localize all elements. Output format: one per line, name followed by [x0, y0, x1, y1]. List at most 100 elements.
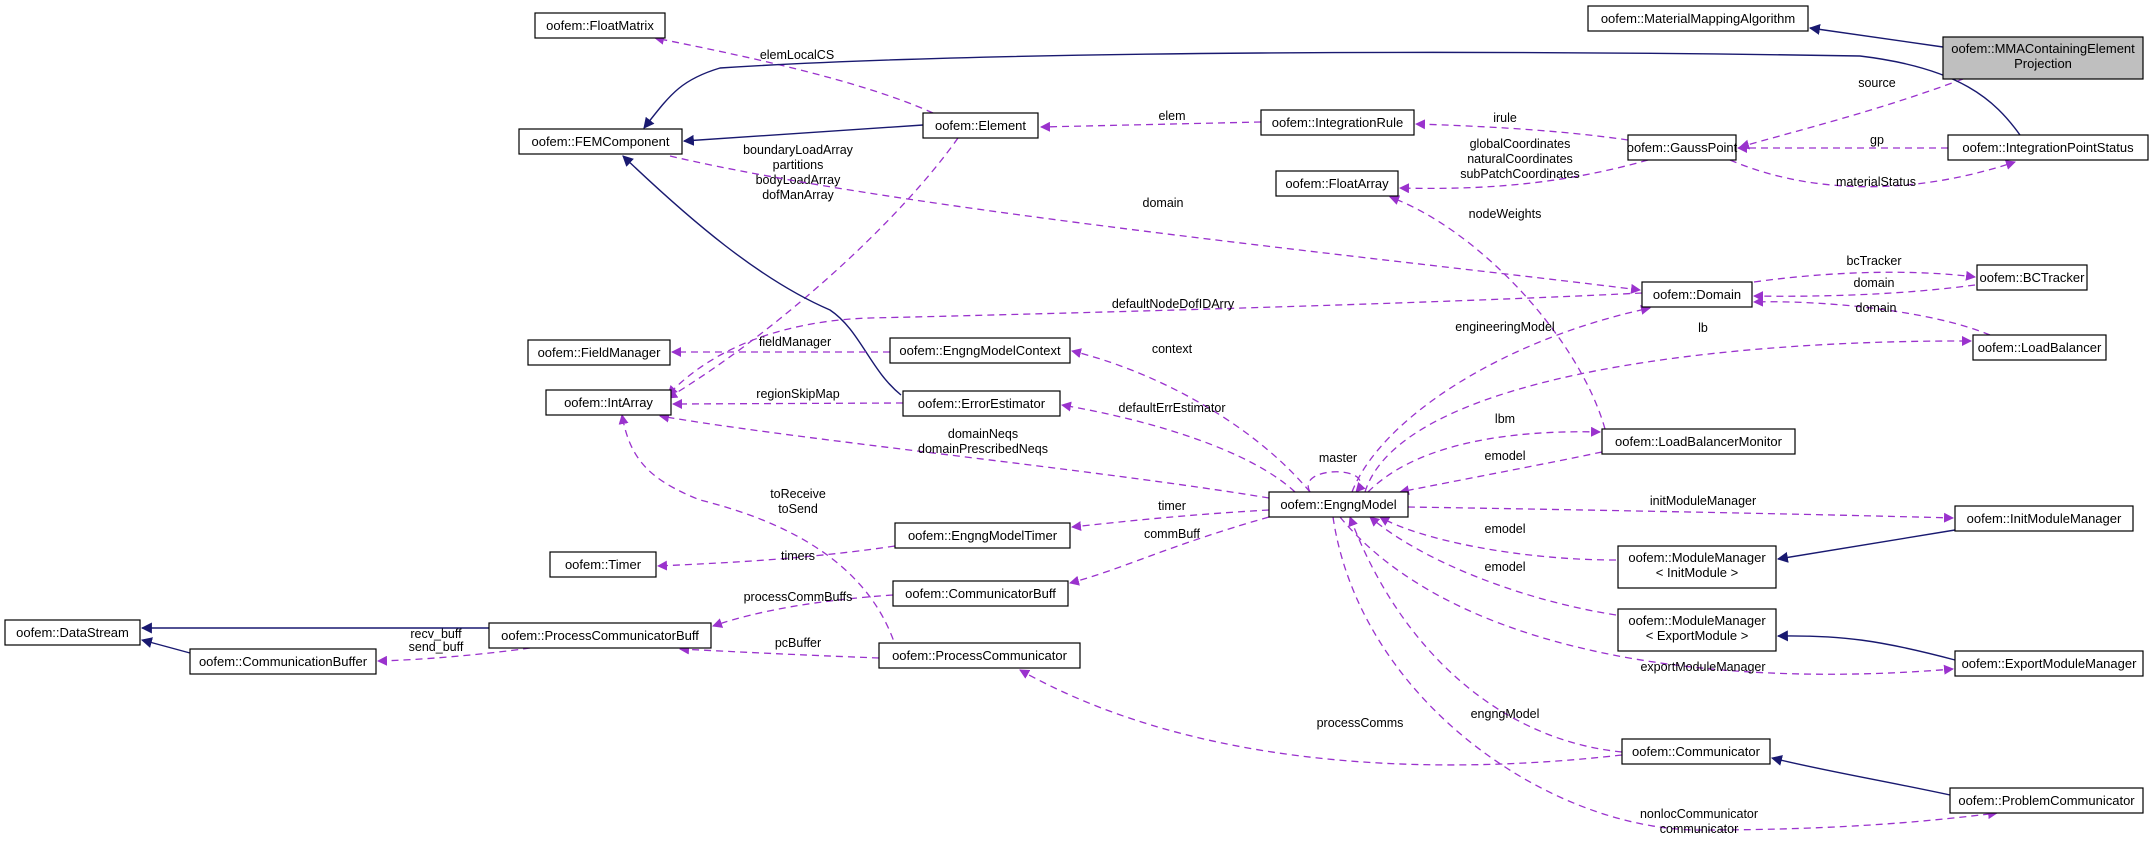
inheritance-edge [1808, 23, 1944, 48]
class-box[interactable] [1601, 428, 1796, 455]
class-node-pcommbuff[interactable]: oofem::ProcessCommunicatorBuff [488, 622, 712, 649]
edge-element-fem [682, 124, 924, 146]
class-box[interactable] [1268, 491, 1409, 518]
class-box[interactable] [889, 337, 1071, 364]
class-name: oofem::Timer [565, 557, 642, 572]
class-box[interactable] [878, 642, 1081, 669]
class-name: oofem::FloatArray [1285, 176, 1389, 191]
class-box[interactable] [549, 551, 657, 578]
class-box[interactable] [1260, 109, 1415, 136]
class-node-ipstatus[interactable]: oofem::IntegrationPointStatus [1947, 134, 2149, 161]
class-box[interactable] [1947, 134, 2149, 161]
edge-label: partitions [773, 158, 824, 172]
class-box[interactable] [518, 128, 683, 155]
class-node-exportmm[interactable]: oofem::ExportModuleManager [1954, 650, 2144, 677]
class-name: oofem::Domain [1653, 287, 1741, 302]
class-box[interactable] [922, 112, 1039, 139]
class-node-timer[interactable]: oofem::Timer [549, 551, 657, 578]
class-box[interactable] [1627, 134, 1737, 161]
class-node-femcomp[interactable]: oofem::FEMComponent [518, 128, 683, 155]
edge-label: engineeringModel [1455, 320, 1554, 334]
usage-edge [657, 545, 896, 571]
class-box[interactable] [189, 648, 377, 675]
edge-master: master [1307, 451, 1366, 493]
class-node-lbmonitor[interactable]: oofem::LoadBalancerMonitor [1601, 428, 1796, 455]
class-box[interactable] [1954, 505, 2134, 532]
class-node-initmm[interactable]: oofem::InitModuleManager [1954, 505, 2134, 532]
class-box[interactable] [1976, 264, 2088, 291]
usage-edge [1367, 426, 1601, 493]
usage-edge [1332, 516, 1998, 831]
edge-label: emodel [1485, 522, 1526, 536]
class-box[interactable] [1587, 5, 1809, 32]
class-box[interactable] [1641, 281, 1753, 308]
usage-edge [1407, 506, 1954, 523]
class-node-pcomm[interactable]: oofem::ProcessCommunicator [878, 642, 1081, 669]
edge-elem: elem [1040, 109, 1262, 132]
edge-label: naturalCoordinates [1467, 152, 1573, 166]
class-box[interactable] [902, 390, 1061, 417]
usage-edge [1071, 348, 1311, 493]
class-box[interactable] [1942, 36, 2144, 80]
class-box[interactable] [1275, 170, 1399, 197]
class-node-emcontext[interactable]: oofem::EngngModelContext [889, 337, 1071, 364]
class-name: oofem::InitModuleManager [1967, 511, 2122, 526]
class-box[interactable] [1949, 787, 2144, 814]
usage-edge [1399, 159, 1649, 194]
class-node-fieldmanager[interactable]: oofem::FieldManager [527, 339, 671, 366]
edge-commbuff: commBuff [1069, 516, 1270, 586]
class-name: oofem::LoadBalancer [1978, 340, 2102, 355]
class-box[interactable] [488, 622, 712, 649]
usage-edge [1071, 509, 1270, 532]
class-node-intarray[interactable]: oofem::IntArray [545, 389, 672, 416]
class-node-bctracker[interactable]: oofem::BCTracker [1976, 264, 2088, 291]
usage-edge [1348, 516, 1623, 753]
edge-label: recv_buff [410, 627, 462, 641]
class-node-domain[interactable]: oofem::Domain [1641, 281, 1753, 308]
class-name: oofem::ExportModuleManager [1962, 656, 2138, 671]
class-node-emtimer[interactable]: oofem::EngngModelTimer [894, 522, 1071, 549]
class-node-commbuff[interactable]: oofem::CommunicatorBuff [892, 580, 1069, 607]
class-box[interactable] [4, 619, 141, 646]
class-node-floatmatrix[interactable]: oofem::FloatMatrix [534, 12, 666, 39]
class-name: oofem::FEMComponent [531, 134, 669, 149]
class-node-gausspoint[interactable]: oofem::GaussPoint [1627, 134, 1738, 161]
class-box[interactable] [894, 522, 1071, 549]
class-box[interactable] [892, 580, 1069, 607]
class-node-commbuffer[interactable]: oofem::CommunicationBuffer [189, 648, 377, 675]
class-box[interactable] [1972, 334, 2107, 361]
class-box[interactable] [1621, 738, 1771, 765]
class-node-datastream[interactable]: oofem::DataStream [4, 619, 141, 646]
edge-label: processCommBuffs [744, 590, 853, 604]
edge-label: engngModel [1471, 707, 1540, 721]
class-node-mmexport[interactable]: oofem::ModuleManager< ExportModule > [1617, 608, 1777, 652]
class-node-loadbalancer[interactable]: oofem::LoadBalancer [1972, 334, 2107, 361]
usage-edge [1379, 516, 1617, 561]
class-box[interactable] [1617, 608, 1777, 652]
class-node-mminit[interactable]: oofem::ModuleManager< InitModule > [1617, 545, 1777, 589]
class-node-probcomm[interactable]: oofem::ProblemCommunicator [1949, 787, 2144, 814]
class-node-errest[interactable]: oofem::ErrorEstimator [902, 390, 1061, 417]
class-node-element[interactable]: oofem::Element [922, 112, 1039, 139]
edge-label: defaultErrEstimator [1119, 401, 1226, 415]
edge-label: defaultNodeDofIDArry [1112, 297, 1235, 311]
class-box[interactable] [534, 12, 666, 39]
class-box[interactable] [1617, 545, 1777, 589]
class-box[interactable] [545, 389, 672, 416]
usage-edge [1753, 270, 1976, 283]
class-box[interactable] [527, 339, 671, 366]
class-node-communicator[interactable]: oofem::Communicator [1621, 738, 1771, 765]
edge-label: gp [1870, 133, 1884, 147]
class-box[interactable] [1954, 650, 2144, 677]
edge-label: fieldManager [759, 335, 831, 349]
class-node-floatarray[interactable]: oofem::FloatArray [1275, 170, 1399, 197]
class-node-intrule[interactable]: oofem::IntegrationRule [1260, 109, 1415, 136]
class-node-engngmodel[interactable]: oofem::EngngModel [1268, 491, 1409, 518]
edge-mma [1808, 23, 1944, 48]
class-node-mma[interactable]: oofem::MaterialMappingAlgorithm [1587, 5, 1809, 32]
class-name: oofem::BCTracker [1980, 270, 2086, 285]
